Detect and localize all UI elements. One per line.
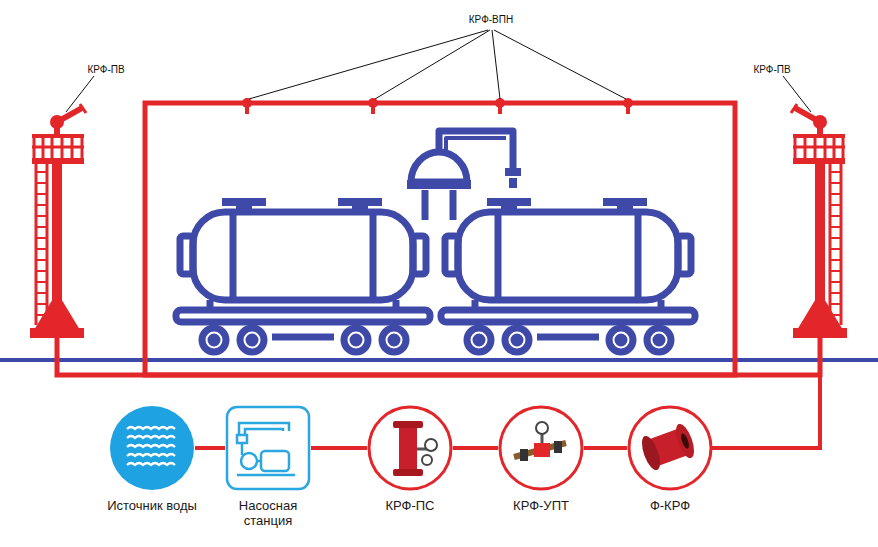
nozzle (626, 103, 630, 114)
arm-nozzle (509, 178, 517, 188)
wave (127, 436, 175, 438)
nozzle (245, 103, 249, 114)
node-shape (109, 405, 195, 491)
node-label: Ф-КРФ (615, 498, 725, 513)
pipe-connector (311, 446, 367, 450)
sprinkler-frame (145, 103, 735, 375)
leader-line (375, 30, 490, 99)
product-icon (638, 422, 697, 473)
product-circle-node: КРФ-ПС (367, 405, 453, 491)
pump-icon (237, 423, 295, 475)
rack-post (450, 190, 457, 220)
product-icon (393, 421, 437, 476)
product-circle (629, 407, 711, 489)
tank-car (441, 198, 695, 352)
dome-base (407, 180, 471, 189)
water-circle (110, 406, 194, 490)
pipe-connector (584, 446, 627, 450)
part-label: КРФ-ВПН (467, 14, 515, 26)
wave (127, 445, 175, 447)
leader-line (492, 30, 500, 99)
rack-post (422, 190, 429, 220)
part-label: КРФ-ПВ (751, 64, 792, 76)
node-label: КРФ-ПС (355, 498, 465, 513)
nozzles (242, 98, 633, 114)
product-circle (500, 407, 582, 489)
pump-station-icon: Насосная станция (225, 405, 311, 491)
ground-line (0, 358, 878, 362)
pipe-connector (195, 446, 225, 450)
product-circle-node: Ф-КРФ (627, 405, 713, 491)
wave (127, 427, 175, 429)
arm-pipe (446, 138, 506, 152)
monitor-tower (30, 104, 86, 338)
monitor-tower (791, 104, 847, 338)
leader-lines (66, 30, 811, 112)
node-label: Источник воды (97, 498, 207, 513)
node-label: КРФ-УПТ (486, 498, 596, 513)
node-shape (367, 405, 453, 491)
product-circle-node: КРФ-УПТ (498, 405, 584, 491)
node-shape (225, 405, 311, 491)
product-icon (514, 422, 566, 461)
product-circle-node: Источник воды (109, 405, 195, 491)
pump-frame (227, 407, 309, 489)
wave (127, 463, 175, 465)
part-label: КРФ-ПВ (85, 64, 126, 76)
dome (411, 152, 467, 182)
nozzle (498, 103, 502, 114)
node-label: Насосная станция (213, 498, 323, 528)
leader-line (494, 30, 626, 99)
wave (127, 454, 175, 456)
tank-car (176, 198, 430, 352)
pipe-connector (453, 446, 498, 450)
nozzle (371, 103, 375, 114)
arm-nozzle (505, 168, 521, 176)
node-shape (627, 405, 713, 491)
product-circle (369, 407, 451, 489)
leader-line (249, 30, 488, 99)
arm-pipe (439, 131, 513, 168)
node-shape (498, 405, 584, 491)
supply-riser (712, 375, 820, 448)
